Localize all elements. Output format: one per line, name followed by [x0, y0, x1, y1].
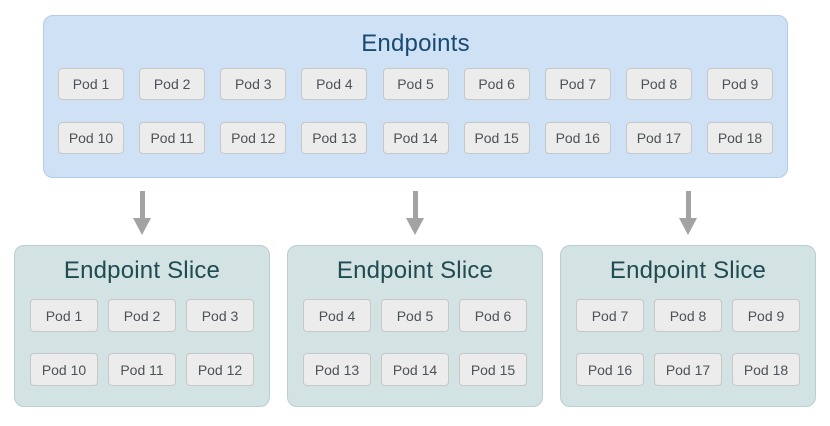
pod-chip: Pod 3 — [186, 299, 254, 332]
arrow-cell — [560, 178, 816, 245]
pod-chip: Pod 7 — [544, 68, 611, 100]
down-arrow-icon — [133, 191, 151, 235]
down-arrow-icon — [406, 191, 424, 235]
pod-chip: Pod 8 — [654, 299, 722, 332]
pod-row: Pod 10 Pod 11 Pod 12 Pod 13 Pod 14 Pod 15 Pod … — [58, 122, 773, 154]
pod-chip: Pod 11 — [139, 122, 206, 154]
pod-chip: Pod 10 — [58, 122, 124, 154]
pod-chip: Pod 4 — [301, 68, 368, 100]
pod-chip: Pod 6 — [459, 299, 527, 332]
pod-row: Pod 1 Pod 2 Pod 3 Pod 4 Pod 5 Pod 6 Pod 7 Pod 8… — [58, 68, 773, 100]
slice-pod-grid: Pod 4 Pod 5 Pod 6 Pod 13 Pod 14 Pod 15 — [303, 299, 527, 386]
arrow-cell — [14, 178, 270, 245]
pod-chip: Pod 10 — [30, 353, 98, 386]
pod-chip: Pod 5 — [381, 299, 449, 332]
pod-chip: Pod 14 — [382, 122, 449, 154]
pod-chip: Pod 12 — [186, 353, 254, 386]
pod-chip: Pod 1 — [30, 299, 98, 332]
pod-chip: Pod 9 — [707, 68, 773, 100]
arrow-shaft — [139, 191, 145, 218]
pod-row: Pod 10 Pod 11 Pod 12 — [30, 353, 254, 386]
pod-chip: Pod 13 — [303, 353, 371, 386]
pod-chip: Pod 6 — [463, 68, 530, 100]
endpoint-slice-title: Endpoint Slice — [609, 257, 767, 284]
pod-chip: Pod 16 — [576, 353, 644, 386]
pod-row: Pod 4 Pod 5 Pod 6 — [303, 299, 527, 332]
pod-chip: Pod 18 — [707, 122, 773, 154]
pod-chip: Pod 16 — [544, 122, 611, 154]
pod-row: Pod 7 Pod 8 Pod 9 — [576, 299, 800, 332]
pod-row: Pod 16 Pod 17 Pod 18 — [576, 353, 800, 386]
pod-row: Pod 1 Pod 2 Pod 3 — [30, 299, 254, 332]
pod-chip: Pod 17 — [654, 353, 722, 386]
arrow-cell — [287, 178, 543, 245]
pod-chip: Pod 15 — [463, 122, 530, 154]
arrow-head — [406, 218, 424, 235]
pod-chip: Pod 17 — [625, 122, 692, 154]
pod-chip: Pod 12 — [220, 122, 287, 154]
pod-chip: Pod 2 — [139, 68, 206, 100]
arrows-row — [14, 178, 816, 245]
pod-chip: Pod 13 — [301, 122, 368, 154]
endpoints-box: Endpoints Pod 1 Pod 2 Pod 3 Pod 4 Pod 5 Pod 6… — [43, 15, 788, 178]
pod-chip: Pod 11 — [108, 353, 176, 386]
pod-chip: Pod 7 — [576, 299, 644, 332]
pod-chip: Pod 2 — [108, 299, 176, 332]
pod-chip: Pod 9 — [732, 299, 800, 332]
pod-chip: Pod 18 — [732, 353, 800, 386]
pod-chip: Pod 4 — [303, 299, 371, 332]
endpoints-title: Endpoints — [361, 30, 470, 57]
pod-chip: Pod 8 — [625, 68, 692, 100]
arrow-shaft — [412, 191, 418, 218]
down-arrow-icon — [679, 191, 697, 235]
slice-pod-grid: Pod 7 Pod 8 Pod 9 Pod 16 Pod 17 Pod 18 — [576, 299, 800, 386]
pod-chip: Pod 3 — [220, 68, 287, 100]
pod-chip: Pod 14 — [381, 353, 449, 386]
pod-chip: Pod 5 — [382, 68, 449, 100]
arrow-shaft — [685, 191, 691, 218]
arrow-head — [679, 218, 697, 235]
pod-row: Pod 13 Pod 14 Pod 15 — [303, 353, 527, 386]
endpoints-pod-grid: Pod 1 Pod 2 Pod 3 Pod 4 Pod 5 Pod 6 Pod 7 Pod 8… — [58, 68, 773, 154]
slice-pod-grid: Pod 1 Pod 2 Pod 3 Pod 10 Pod 11 Pod 12 — [30, 299, 254, 386]
arrow-head — [133, 218, 151, 235]
pod-chip: Pod 15 — [459, 353, 527, 386]
endpoint-slice-title: Endpoint Slice — [336, 257, 494, 284]
pod-chip: Pod 1 — [58, 68, 124, 100]
endpoint-slice-title: Endpoint Slice — [63, 257, 221, 284]
